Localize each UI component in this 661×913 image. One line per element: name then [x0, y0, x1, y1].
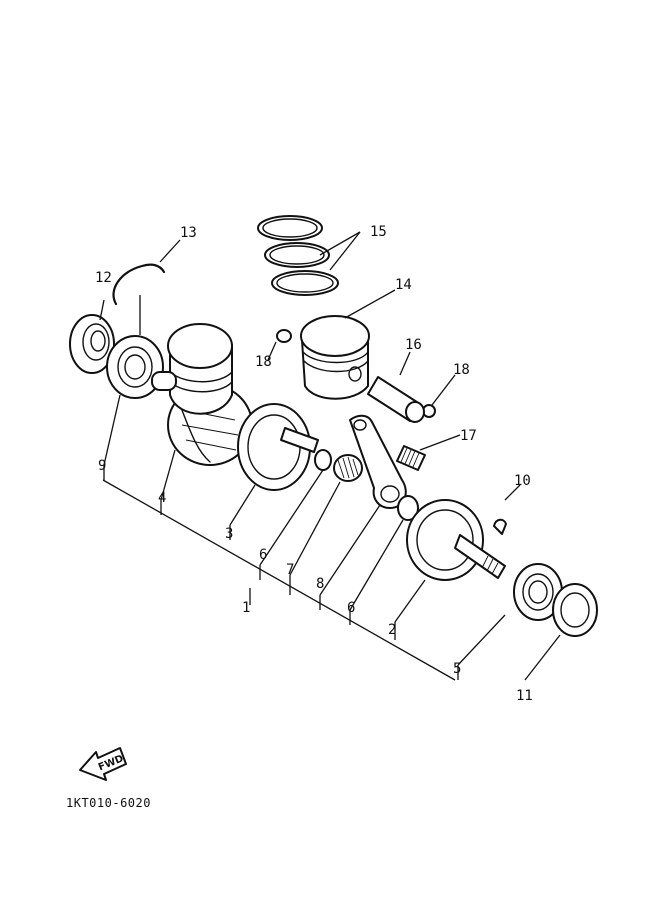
callout-13: 13: [180, 225, 197, 241]
callout-8: 8: [316, 576, 324, 592]
bearing-9: [106, 335, 164, 399]
callout-16: 16: [405, 337, 422, 353]
woodruff-key-10: [493, 518, 507, 535]
callout-4: 4: [158, 490, 166, 506]
callout-18-left: 18: [255, 354, 272, 370]
callout-6-right: 6: [347, 600, 355, 616]
callout-3: 3: [225, 526, 233, 542]
leader-lines: [99, 231, 561, 681]
drawing-code: 1KT010-6020: [66, 796, 151, 810]
crank-half-2: [406, 499, 506, 581]
callout-11: 11: [516, 688, 533, 704]
washer-6-right: [397, 495, 419, 521]
crank-assembly-4: [151, 323, 253, 466]
callout-1: 1: [242, 600, 250, 616]
callout-17: 17: [460, 428, 477, 444]
callout-9: 9: [98, 458, 106, 474]
oil-seal-12: [69, 314, 115, 374]
callout-10: 10: [514, 473, 531, 489]
callout-15: 15: [370, 224, 387, 240]
piston-pin-16: [367, 376, 425, 423]
oil-seal-11: [552, 583, 598, 637]
circlip-18-left: [276, 329, 292, 343]
callout-2: 2: [388, 622, 396, 638]
callout-numbers: 1 2 3 4 5 6 6 7 8 9 10 11 12 13 14 15 16…: [95, 224, 533, 704]
callout-7: 7: [286, 562, 294, 578]
fwd-arrow-icon: FWD: [79, 747, 127, 781]
needle-bearing-17: [396, 445, 426, 471]
callout-6-left: 6: [259, 547, 267, 563]
crank-web-3: [237, 403, 319, 491]
callout-12: 12: [95, 270, 112, 286]
callout-5: 5: [453, 661, 461, 677]
washer-6-left: [314, 449, 332, 471]
needle-bearing-7: [333, 454, 363, 482]
piston-14: [300, 315, 370, 400]
callout-18-right: 18: [453, 362, 470, 378]
circlip-13: [112, 263, 166, 306]
piston-rings: [257, 215, 339, 296]
callout-14: 14: [395, 277, 412, 293]
